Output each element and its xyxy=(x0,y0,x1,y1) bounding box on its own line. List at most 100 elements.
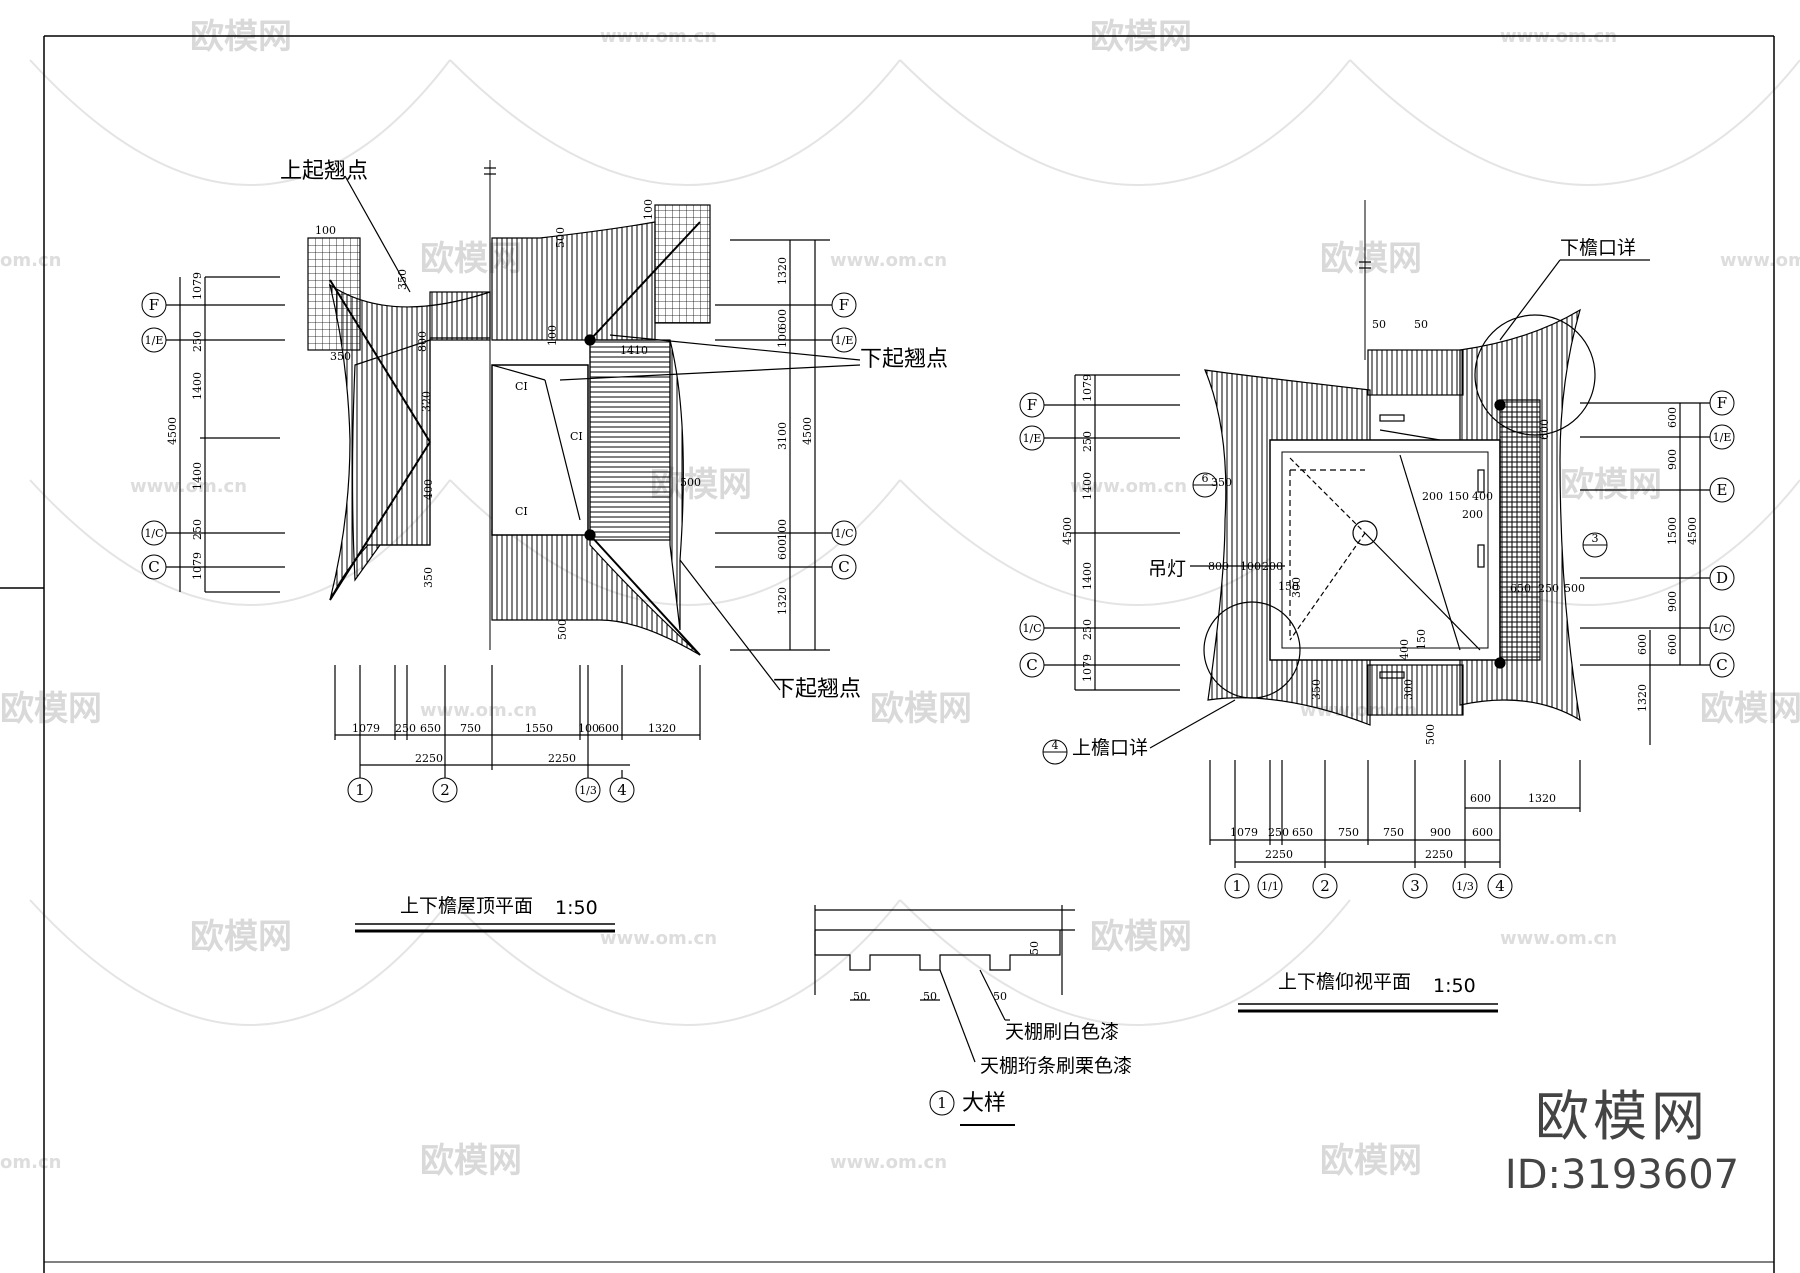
svg-text:2250: 2250 xyxy=(1265,848,1293,861)
svg-text:4500: 4500 xyxy=(1686,517,1699,545)
svg-text:1:50: 1:50 xyxy=(1433,975,1476,997)
svg-text:1400: 1400 xyxy=(191,372,204,400)
svg-text:50: 50 xyxy=(853,990,867,1003)
svg-text:650: 650 xyxy=(420,722,441,735)
svg-text:F: F xyxy=(149,296,159,314)
svg-text:600: 600 xyxy=(1666,407,1679,428)
watermark-url: om.cn xyxy=(0,250,61,271)
watermark-text: 欧模网 xyxy=(420,1141,522,1181)
svg-text:250: 250 xyxy=(1538,582,1559,595)
svg-text:350: 350 xyxy=(1211,476,1232,489)
row-axis-bubble: 1/C xyxy=(1019,615,1045,641)
row-axis-bubble: C xyxy=(1019,652,1045,678)
svg-text:250: 250 xyxy=(395,722,416,735)
watermark-url: www.om.cn xyxy=(130,476,247,497)
watermark-text: 欧模网 xyxy=(1090,917,1192,957)
svg-text:750: 750 xyxy=(1383,826,1404,839)
watermark-text: 欧模网 xyxy=(190,917,292,957)
svg-text:350: 350 xyxy=(422,567,435,588)
row-axis-bubble: 1/E xyxy=(1019,425,1045,451)
row-axis-bubble: F xyxy=(141,292,167,318)
svg-text:350: 350 xyxy=(396,269,409,290)
svg-text:4500: 4500 xyxy=(801,417,814,445)
watermark-url: www.om.cn xyxy=(1070,476,1187,497)
svg-text:900: 900 xyxy=(1430,826,1451,839)
svg-text:100: 100 xyxy=(642,199,655,220)
ridge-label: CI xyxy=(515,380,528,393)
svg-text:1079: 1079 xyxy=(1081,374,1094,402)
lower-flying-point-label: 下起翘点 xyxy=(773,677,861,702)
svg-text:600: 600 xyxy=(1636,634,1649,655)
svg-text:F: F xyxy=(1027,396,1037,414)
svg-text:600: 600 xyxy=(776,309,789,330)
watermark-url: www.om.cn xyxy=(1720,250,1800,271)
svg-text:150: 150 xyxy=(1448,490,1469,503)
svg-text:250: 250 xyxy=(191,519,204,540)
svg-text:1079: 1079 xyxy=(352,722,380,735)
col-axis-bubble: 2 xyxy=(1312,873,1338,899)
svg-text:750: 750 xyxy=(460,722,481,735)
svg-text:500: 500 xyxy=(1424,724,1437,745)
watermark-text: 欧模网 xyxy=(1320,1141,1422,1181)
upper-flying-grid xyxy=(654,204,711,324)
svg-text:1400: 1400 xyxy=(191,462,204,490)
svg-text:3: 3 xyxy=(1592,532,1599,545)
svg-text:100: 100 xyxy=(578,722,599,735)
row-axis-bubble: 1/C xyxy=(831,520,857,546)
watermark-text: 欧模网 xyxy=(1090,17,1192,57)
roof-plan-title: 上下檐屋顶平面 1:50 xyxy=(355,895,615,933)
svg-text:500: 500 xyxy=(1564,582,1585,595)
svg-text:600: 600 xyxy=(1538,419,1551,440)
svg-text:1079: 1079 xyxy=(191,552,204,580)
svg-text:800: 800 xyxy=(1208,560,1229,573)
watermark-text: 欧模网 xyxy=(1700,689,1800,729)
svg-text:320: 320 xyxy=(420,391,433,412)
svg-text:800: 800 xyxy=(416,331,429,352)
watermark-url: www.om.cn xyxy=(1500,928,1617,949)
watermark-url: om.cn xyxy=(0,1152,61,1173)
svg-text:250: 250 xyxy=(1268,826,1289,839)
svg-text:600: 600 xyxy=(776,539,789,560)
watermark-url: www.om.cn xyxy=(830,250,947,271)
eave-surface xyxy=(1367,349,1464,396)
detail-ref-bubble: 3 xyxy=(1582,532,1608,558)
ceiling-plan xyxy=(1040,200,1715,868)
svg-text:300: 300 xyxy=(1290,577,1303,598)
svg-text:900: 900 xyxy=(1666,591,1679,612)
row-axis-bubble: 1/C xyxy=(141,520,167,546)
svg-text:650: 650 xyxy=(1510,582,1531,595)
col-axis-bubble: 4 xyxy=(609,777,635,803)
svg-text:2250: 2250 xyxy=(415,752,443,765)
svg-text:150: 150 xyxy=(1278,580,1299,593)
svg-text:1400: 1400 xyxy=(1081,562,1094,590)
svg-text:上下檐屋顶平面: 上下檐屋顶平面 xyxy=(400,895,533,917)
roof-surface xyxy=(491,221,701,656)
svg-text:C: C xyxy=(1026,656,1037,674)
row-axis-bubble: F xyxy=(831,292,857,318)
detail-title: 大样 xyxy=(962,1091,1006,1116)
watermark-url: www.om.cn xyxy=(600,928,717,949)
row-axis-bubble: E xyxy=(1709,477,1735,503)
row-axis-bubble: D xyxy=(1709,565,1735,591)
svg-text:1/C: 1/C xyxy=(1712,622,1731,635)
col-axis-bubble: 1/1 xyxy=(1257,873,1283,899)
svg-text:100: 100 xyxy=(776,519,789,540)
detail-labels: 50 50 50 50 天棚刷白色漆 天棚珩条刷栗色漆 1 大样 xyxy=(853,941,1132,1116)
svg-text:600: 600 xyxy=(598,722,619,735)
svg-text:1320: 1320 xyxy=(1636,684,1649,712)
svg-text:600: 600 xyxy=(1470,792,1491,805)
detail-section xyxy=(814,905,1075,1126)
svg-text:100: 100 xyxy=(315,224,336,237)
svg-text:200: 200 xyxy=(1462,508,1483,521)
svg-text:350: 350 xyxy=(330,350,351,363)
col-axis-bubble: 1 xyxy=(347,777,373,803)
upper-eave-detail-label: 上檐口详 xyxy=(1072,737,1148,759)
svg-text:300: 300 xyxy=(1402,679,1415,700)
ceiling-plan-title: 上下檐仰视平面 1:50 xyxy=(1238,971,1498,1013)
svg-text:2: 2 xyxy=(1320,877,1330,895)
svg-text:1/3: 1/3 xyxy=(579,784,597,797)
svg-text:4: 4 xyxy=(617,781,627,799)
svg-text:F: F xyxy=(839,296,849,314)
svg-text:2: 2 xyxy=(440,781,450,799)
svg-text:C: C xyxy=(148,558,159,576)
